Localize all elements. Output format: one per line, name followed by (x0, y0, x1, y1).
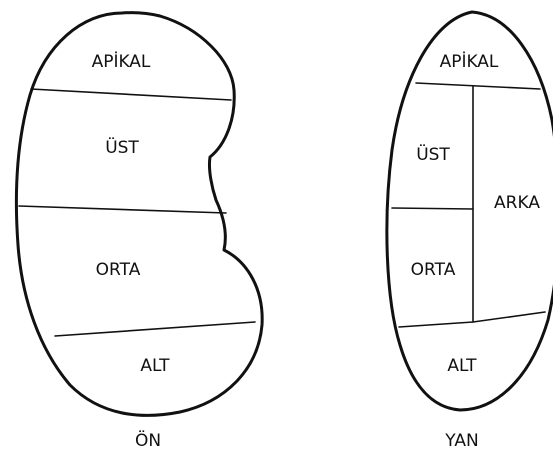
front-view: APİKAL ÜST ORTA ALT ÖN (14, 11, 264, 451)
side-view: APİKAL ÜST ARKA ORTA ALT YAN (385, 10, 553, 451)
front-lower-label: ALT (140, 356, 170, 376)
side-apical-label: APİKAL (440, 51, 499, 72)
side-middle-label: ORTA (411, 260, 456, 280)
front-view-caption: ÖN (135, 429, 161, 451)
side-upper-middle-divider (391, 207, 474, 210)
front-lung-outline (14, 11, 264, 417)
side-lower-label: ALT (447, 356, 477, 376)
side-lower-divider (398, 311, 546, 328)
side-upper-label: ÜST (416, 143, 450, 165)
side-view-caption: YAN (444, 431, 478, 451)
front-upper-middle-divider (18, 205, 227, 214)
side-lung-outline (385, 10, 553, 412)
front-upper-label: ÜST (105, 136, 139, 158)
side-apical-divider (415, 82, 541, 90)
front-middle-lower-divider (54, 321, 256, 337)
front-apical-upper-divider (30, 88, 232, 101)
front-apical-label: APİKAL (92, 51, 151, 72)
side-posterior-label: ARKA (494, 193, 540, 213)
front-middle-label: ORTA (96, 260, 141, 280)
